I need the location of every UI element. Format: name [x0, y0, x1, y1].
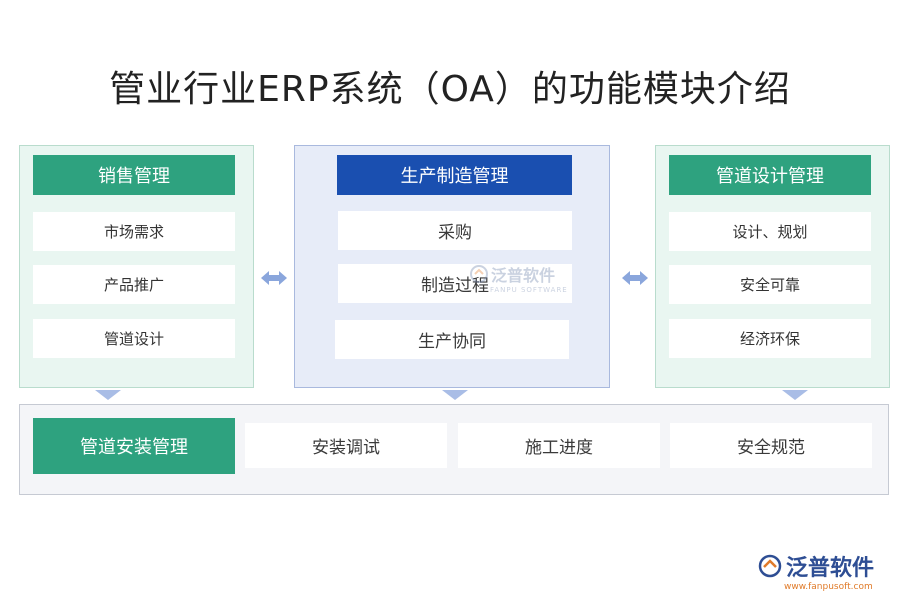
production-module-header: 生产制造管理 [337, 155, 572, 195]
double-arrow-icon [258, 266, 290, 290]
fanpu-logo-icon [758, 554, 782, 578]
design-item-eco: 经济环保 [669, 319, 871, 358]
installation-item-debugging: 安装调试 [245, 423, 447, 468]
sales-item-market-demand: 市场需求 [33, 212, 235, 251]
installation-module-header: 管道安装管理 [33, 418, 235, 474]
production-item-purchasing: 采购 [338, 211, 572, 250]
sales-module-header: 销售管理 [33, 155, 235, 195]
brand-logo: 泛普软件 www.fanpusoft.com [758, 550, 888, 596]
installation-item-progress: 施工进度 [458, 423, 660, 468]
logo-name: 泛普软件 [786, 556, 875, 581]
installation-item-safety-norms: 安全规范 [670, 423, 872, 468]
sales-item-product-promotion: 产品推广 [33, 265, 235, 304]
down-arrow-icon [440, 388, 470, 404]
design-item-safety: 安全可靠 [669, 265, 871, 304]
design-module-header: 管道设计管理 [669, 155, 871, 195]
production-item-manufacturing: 制造过程 [338, 264, 572, 303]
down-arrow-icon [93, 388, 123, 404]
logo-url: www.fanpusoft.com [784, 582, 873, 592]
double-arrow-icon [619, 266, 651, 290]
design-item-planning: 设计、规划 [669, 212, 871, 251]
page-title: 管业行业ERP系统（OA）的功能模块介绍 [109, 69, 791, 110]
sales-item-pipe-design: 管道设计 [33, 319, 235, 358]
down-arrow-icon [780, 388, 810, 404]
production-item-collaboration: 生产协同 [335, 320, 569, 359]
